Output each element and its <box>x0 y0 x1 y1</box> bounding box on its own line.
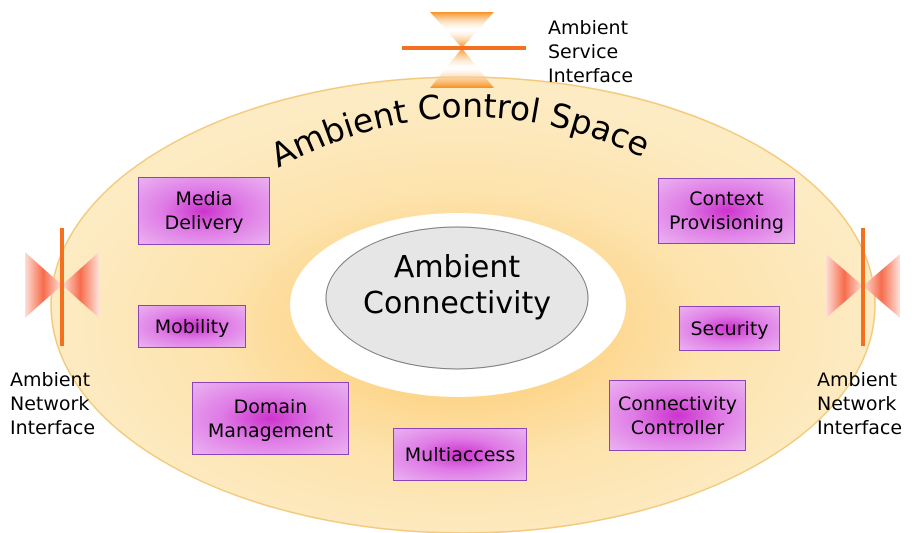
security-box: Security <box>679 306 780 351</box>
connectivity-controller-box: Connectivity Controller <box>609 380 746 451</box>
core-ellipse <box>325 226 589 370</box>
domain-management-box: Domain Management <box>192 382 349 455</box>
network-interface-left-label: Ambient Network Interface <box>10 369 96 439</box>
multiaccess-box: Multiaccess <box>393 428 527 481</box>
mobility-box: Mobility <box>138 305 246 348</box>
network-interface-right-label: Ambient Network Interface <box>817 369 903 439</box>
core-label: Ambient Connectivity <box>363 250 551 321</box>
network-interface-left-icon <box>25 228 99 346</box>
service-interface-icon <box>402 12 526 88</box>
network-interface-right-icon <box>826 228 900 346</box>
context-provisioning-box: Context Provisioning <box>658 178 795 244</box>
service-interface-label: Ambient Service Interface <box>548 17 634 87</box>
media-delivery-box: Media Delivery <box>138 177 270 245</box>
